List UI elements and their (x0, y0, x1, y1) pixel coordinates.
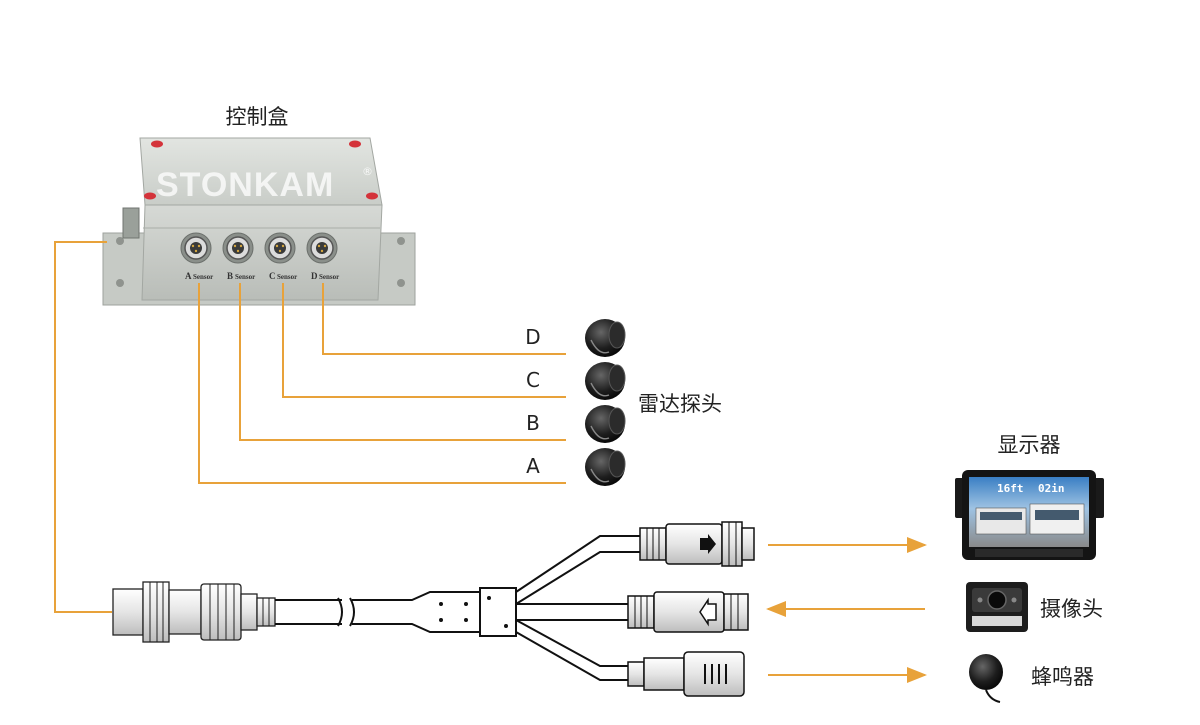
screw-cap (151, 140, 163, 148)
control-box-title: 控制盒 (226, 105, 289, 129)
wire-d (322, 283, 566, 355)
mount-hole (397, 279, 405, 287)
arrow-in-icon (699, 597, 717, 627)
screw-cap (366, 192, 378, 200)
cable-break-mark (337, 597, 355, 627)
branch-monitor (515, 535, 640, 605)
main-connector-body (168, 589, 202, 635)
channel-label-a: A (526, 454, 540, 478)
monitor-label: 显示器 (998, 433, 1061, 457)
port-b-letter: B (227, 271, 233, 281)
wire-b (239, 283, 566, 441)
channel-label-d: D (525, 325, 540, 349)
port-c-letter: C (269, 271, 276, 281)
port-d-letter: D (311, 271, 318, 281)
buzzer: 蜂鸣器 (969, 654, 1094, 703)
buzzer-label: 蜂鸣器 (1031, 665, 1094, 689)
monitor: 显示器 16ft 02in (955, 433, 1104, 560)
port-b-word: Sensor (235, 273, 255, 281)
brand-logo: STONKAM (156, 166, 334, 204)
mount-hole (116, 279, 124, 287)
channel-label-c: C (526, 368, 540, 392)
camera: 摄像头 (966, 582, 1103, 632)
trunk-wire (54, 241, 112, 613)
wire-a (198, 283, 566, 484)
main-connector-tip (112, 588, 144, 636)
port-a-letter: A (185, 271, 192, 281)
port-a-word: Sensor (193, 273, 213, 281)
mount-hole (116, 237, 124, 245)
camera-connector (627, 591, 749, 633)
screw-cap (144, 192, 156, 200)
control-box: 控制盒 STONKAM ® (102, 105, 416, 306)
mount-hole (397, 237, 405, 245)
main-connector-nut (142, 581, 170, 643)
radar-sensors (585, 319, 626, 486)
screen-bus-left (975, 507, 1027, 535)
distance-readout-right: 02in (1038, 482, 1065, 495)
radar-sensor-label: 雷达探头 (638, 392, 722, 416)
distance-readout-left: 16ft (997, 482, 1024, 495)
cable-gland (122, 207, 140, 239)
monitor-connector (639, 521, 755, 567)
branch-buzzer (515, 619, 628, 681)
camera-label: 摄像头 (1040, 597, 1103, 621)
buzzer-connector (627, 651, 745, 697)
wire-c (282, 283, 566, 398)
buzzer-body (969, 654, 1003, 690)
port-d-word: Sensor (319, 273, 339, 281)
screw-cap (349, 140, 361, 148)
camera-lens (987, 590, 1007, 610)
arrow-out-icon (700, 534, 716, 554)
registered-mark: ® (362, 165, 373, 178)
harness-cable (112, 521, 755, 697)
main-connector-grip (200, 583, 242, 641)
cable-splitter (479, 587, 517, 637)
box-body (141, 204, 383, 301)
channel-label-b: B (526, 411, 540, 435)
branch-camera (516, 603, 628, 621)
port-c-word: Sensor (277, 273, 297, 281)
